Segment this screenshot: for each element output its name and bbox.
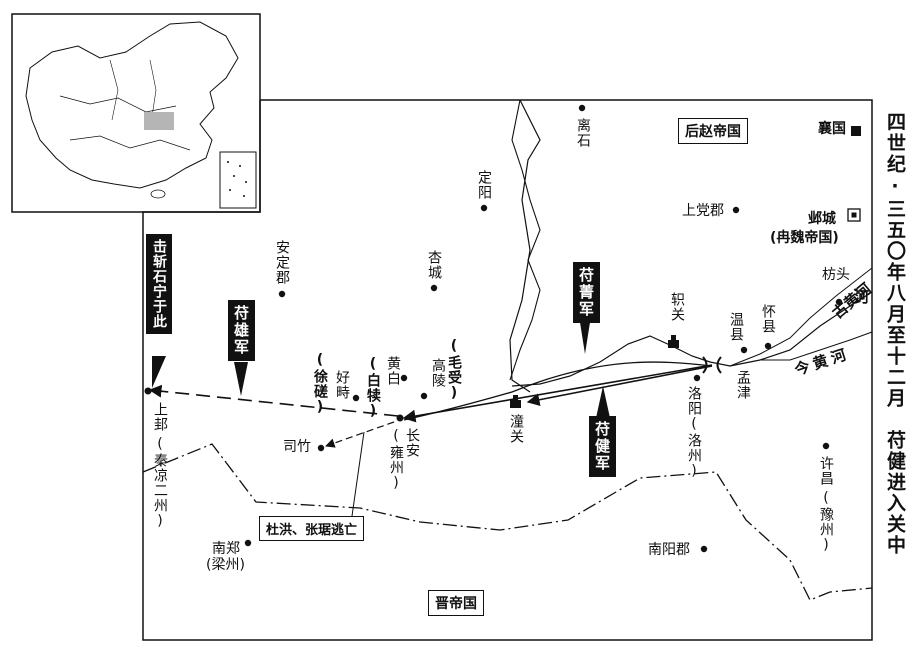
callout-leader [351,431,365,517]
jin-border [142,443,873,601]
label-anding: 安定郡 [274,240,290,285]
label-xuchang: 许昌 [818,456,834,486]
label-yongzhou: (雍州) [388,428,404,492]
pass-icon [510,395,521,408]
city-dot-icon [430,284,438,292]
label-yecheng: 邺城 [808,211,836,227]
label-mengjin: 孟津 [735,370,751,400]
capital-square-icon [851,126,861,136]
city-dot-icon [822,442,830,450]
city-dot-icon [700,545,708,553]
fu-jing-route [402,364,713,423]
fu-jing-pointer [579,316,591,354]
fu-jian-route-b [403,361,713,421]
label-xingcheng: 杏城 [426,250,442,280]
fu-jian-army-tag: 苻健军 [589,416,616,477]
label-xiangguo: 襄国 [818,121,846,137]
fu-jian-route-a [526,365,713,407]
label-changan: 长安 [404,428,420,458]
city-dot-icon [278,290,286,298]
fu-jian-pointer [596,386,610,418]
map-title: 四世纪·三五〇年八月至十二月 苻健进入关中 [884,112,906,556]
river-west [509,99,541,381]
shi-ning-pointer [152,356,166,388]
capital-square-icon [847,208,861,222]
escape-callout: 杜洪、张琚逃亡 [259,516,365,541]
label-fangtou: 枋头 [822,267,850,283]
city-dot-icon [352,394,360,402]
label-ran-wei: (冉魏帝国) [770,230,839,246]
fu-xiong-route [148,384,399,417]
city-dot-icon [835,298,843,306]
label-tongguan: 潼关 [508,414,524,444]
main-map-frame [142,99,873,641]
later-zhao-label: 后赵帝国 [678,118,748,144]
city-dot-icon [764,342,772,350]
label-lishi: 离石 [575,118,591,148]
yellow-river-today [760,331,873,361]
label-huangbai: 黄白 [385,356,401,386]
city-dot-icon [144,387,152,395]
escape-route [325,421,395,448]
fu-jing-army-tag: 苻菁军 [573,262,600,323]
label-old-river-glyph: 河 [854,288,870,306]
label-qinliang: (秦凉二州) [152,436,168,530]
label-mao-shou: (毛受) [446,338,462,402]
city-dot-icon [693,374,701,382]
label-huaixian: 怀县 [760,304,776,334]
city-dot-icon [480,204,488,212]
yellow-river-old [729,267,873,367]
china-inset-map [11,13,261,213]
label-gaoling: 高陵 [430,358,446,388]
label-haozhi: 好畤 [334,370,350,400]
label-sizhu: 司竹 [283,439,311,455]
yellow-river-main [511,291,873,387]
city-dot-icon [740,346,748,354]
fu-xiong-army-tag: 苻雄军 [228,300,255,361]
jin-label: 晋帝国 [428,590,484,616]
city-dots [144,104,843,553]
label-luoyang: 洛阳(洛州) [686,386,702,480]
city-dot-icon [317,444,325,452]
city-dot-icon [578,104,586,112]
ford-icon [702,356,722,374]
label-dingyang: 定阳 [476,170,492,200]
label-nanyang: 南阳郡 [648,542,690,558]
fu-xiong-pointer [234,362,248,396]
river-north [509,99,541,393]
label-nanzheng: 南郑 [212,541,240,557]
pass-icon [668,335,679,348]
label-liangzhou: (梁州) [206,557,245,573]
city-dot-icon [400,374,408,382]
label-zhiguan: 轵关 [669,292,685,322]
label-wenxian: 温县 [728,312,744,342]
label-xu-cuo: (徐磋) [312,352,328,416]
label-yuzhou: (豫州) [818,490,834,554]
city-dot-icon [420,392,428,400]
city-dot-icon [244,539,252,547]
label-bai-du: (白犊) [365,356,381,420]
city-dot-icon [396,414,404,422]
label-shangdang: 上党郡 [682,203,724,219]
shi-ning-tag: 击斩石宁于此 [146,234,172,334]
city-dot-icon [732,206,740,214]
label-shanggui: 上邽 [152,402,168,432]
